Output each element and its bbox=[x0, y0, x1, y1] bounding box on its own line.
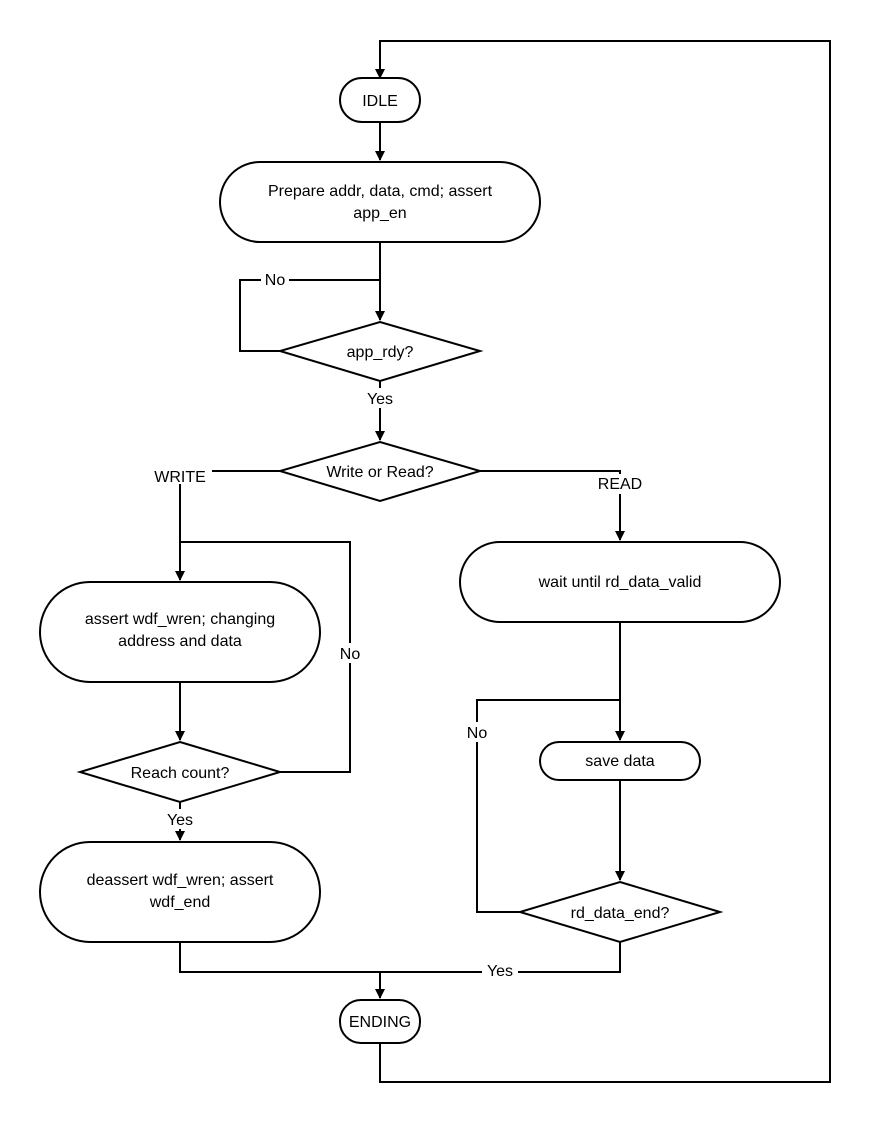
write-or-read-decision: Write or Read? bbox=[276, 440, 484, 503]
deassert-node: deassert wdf_wren; assert wdf_end bbox=[39, 841, 321, 943]
apprdy-no-loop bbox=[239, 279, 380, 352]
write-or-read-label: Write or Read? bbox=[326, 464, 433, 481]
prepare-label-line2: app_en bbox=[353, 205, 406, 222]
reach-count-decision: Reach count? bbox=[76, 740, 284, 804]
rd-data-end-yes-label: Yes bbox=[487, 963, 513, 980]
prepare-label-line1: Prepare addr, data, cmd; assert bbox=[268, 183, 493, 200]
idle-label: IDLE bbox=[362, 93, 398, 110]
rd-data-end-decision: rd_data_end? bbox=[516, 880, 724, 944]
rddataend-no-loop bbox=[476, 699, 620, 913]
ending-node: ENDING bbox=[339, 999, 421, 1044]
assert-wren-node: assert wdf_wren; changing address and da… bbox=[39, 581, 321, 683]
reach-count-yes-label: Yes bbox=[167, 812, 193, 829]
write-branch-connector bbox=[175, 470, 280, 581]
app-rdy-decision: app_rdy? bbox=[276, 320, 484, 383]
app-rdy-no-label: No bbox=[265, 272, 286, 289]
ending-label: ENDING bbox=[349, 1014, 411, 1031]
rd-data-end-label: rd_data_end? bbox=[571, 905, 670, 922]
wait-valid-node: wait until rd_data_valid bbox=[459, 541, 781, 623]
idle-node: IDLE bbox=[339, 77, 421, 123]
write-branch-label: WRITE bbox=[154, 469, 206, 486]
deassert-to-merge-connector bbox=[179, 942, 380, 973]
deassert-label-line2: wdf_end bbox=[149, 894, 211, 911]
app-rdy-yes-label: Yes bbox=[367, 391, 393, 408]
loop-back-connector bbox=[375, 40, 831, 1083]
save-data-node: save data bbox=[539, 741, 701, 781]
rddataend-yes-connector bbox=[380, 942, 621, 973]
deassert-label-line1: deassert wdf_wren; assert bbox=[87, 872, 274, 889]
read-branch-connector bbox=[480, 470, 625, 541]
app-rdy-label: app_rdy? bbox=[347, 344, 414, 361]
read-branch-label: READ bbox=[598, 476, 642, 493]
assert-wren-label-line1: assert wdf_wren; changing bbox=[85, 611, 275, 628]
assert-wren-label-line2: address and data bbox=[118, 633, 242, 650]
prepare-node: Prepare addr, data, cmd; assert app_en bbox=[219, 161, 541, 243]
reach-count-no-label: No bbox=[340, 646, 361, 663]
rd-data-end-no-label: No bbox=[467, 725, 488, 742]
save-data-label: save data bbox=[585, 753, 654, 770]
wait-valid-label: wait until rd_data_valid bbox=[538, 574, 702, 591]
reach-count-label: Reach count? bbox=[131, 765, 230, 782]
